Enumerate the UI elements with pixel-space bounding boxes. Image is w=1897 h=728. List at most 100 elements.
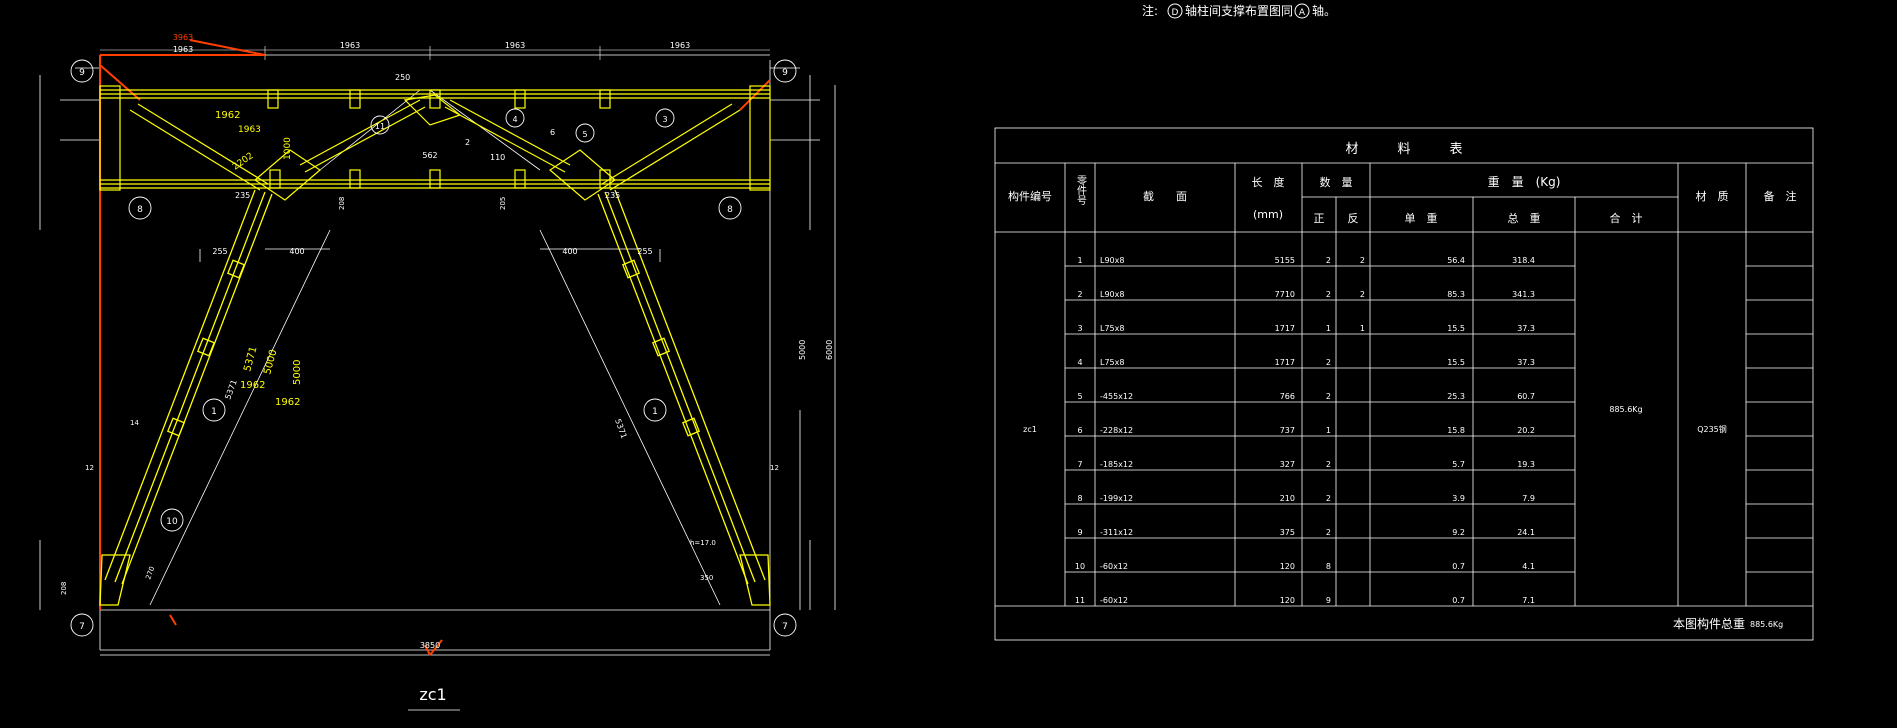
bubble-10: 10	[166, 517, 178, 527]
dim-1962-upper: 1962	[215, 110, 240, 121]
table-cell-part: 1	[1077, 256, 1082, 265]
bubble-5: 5	[582, 130, 587, 139]
dim-12-left: 12	[85, 464, 94, 472]
dim-350: 350	[700, 574, 713, 582]
table-cell-part: 11	[1075, 596, 1085, 605]
table-cell-section: L75x8	[1100, 324, 1124, 333]
member-bubbles	[70, 59, 797, 637]
table-cell-unit: 3.9	[1452, 494, 1465, 503]
table-cell-length: 7710	[1275, 290, 1295, 299]
table-cell-section: -185x12	[1100, 460, 1133, 469]
th-unit-weight: 单 重	[1405, 211, 1438, 225]
table-cell-part: 9	[1077, 528, 1082, 537]
dim-5000-b: 5000	[292, 360, 303, 385]
note-prefix: 注:	[1142, 3, 1158, 18]
table-cell-unit: 0.7	[1452, 596, 1465, 605]
dim-235-left: 235	[235, 191, 250, 200]
table-title: 材 料 表	[1345, 142, 1462, 157]
table-cell-front: 2	[1326, 528, 1331, 537]
elevation-label: zc1	[419, 685, 446, 704]
table-cell-front: 1	[1326, 324, 1331, 333]
dim-5000-a: 5000	[262, 348, 279, 375]
note-text-2: 轴。	[1312, 3, 1336, 18]
th-qty-front: 正	[1314, 212, 1325, 225]
main-inclined-legs	[99, 189, 771, 606]
bubble-7-left: 7	[79, 622, 85, 632]
dim-208-center: 208	[338, 197, 346, 210]
th-quantity: 数 量	[1320, 176, 1353, 189]
table-cell-front: 2	[1326, 460, 1331, 469]
table-cell-length: 1717	[1275, 358, 1295, 367]
table-cell-unit: 15.5	[1447, 358, 1465, 367]
dim-top-small: 1963	[670, 41, 690, 50]
footer-label: 本图构件总重	[1673, 616, 1745, 631]
dim-400-right: 400	[562, 247, 577, 256]
table-cell-section: L90x8	[1100, 256, 1124, 265]
bubble-1-right: 1	[652, 407, 658, 417]
material-value: Q235钢	[1697, 424, 1727, 434]
table-cell-unit: 0.7	[1452, 562, 1465, 571]
table-cell-front: 2	[1326, 494, 1331, 503]
table-cell-part: 6	[1077, 426, 1082, 435]
bracing-elevation: 1963 1963 1963 1963 3963 3850	[39, 33, 836, 711]
table-cell-unit: 9.2	[1452, 528, 1465, 537]
th-length-unit: (mm)	[1253, 208, 1283, 221]
table-cell-section: -199x12	[1100, 494, 1133, 503]
th-material: 材 质	[1696, 189, 1729, 203]
dim-5371-white-right: 5371	[613, 418, 628, 440]
axis-a-bubble	[1294, 3, 1310, 19]
dim-14: 14	[130, 419, 139, 427]
table-cell-length: 210	[1280, 494, 1295, 503]
table-cell-unit: 85.3	[1447, 290, 1465, 299]
table-cell-length: 327	[1280, 460, 1295, 469]
table-cell-part: 7	[1077, 460, 1082, 469]
table-cell-part: 4	[1077, 358, 1082, 367]
table-cell-length: 1717	[1275, 324, 1295, 333]
table-cell-length: 375	[1280, 528, 1295, 537]
bubble-11: 11	[375, 122, 385, 131]
axis-a-label: A	[1299, 8, 1306, 18]
dim-6000-right: 6000	[825, 340, 834, 360]
material-table	[994, 127, 1814, 641]
dim-12-right: 12	[770, 464, 779, 472]
top-horizontal-members	[99, 85, 771, 191]
table-cell-unit: 15.8	[1447, 426, 1465, 435]
table-cell-section: -311x12	[1100, 528, 1133, 537]
dim-235-right: 235	[605, 191, 620, 200]
dim-400-left: 400	[289, 247, 304, 256]
table-cell-front: 2	[1326, 290, 1331, 299]
bubble-7-right: 7	[782, 622, 788, 632]
dim-255-right: 255	[637, 247, 652, 256]
table-cell-front: 2	[1326, 392, 1331, 401]
dim-1000: 1000	[283, 137, 293, 160]
dim-bottom-red: 3850	[420, 641, 440, 650]
th-section: 截 面	[1143, 189, 1187, 203]
weld-note: h=17.0	[690, 539, 716, 547]
table-cell-front: 1	[1326, 426, 1331, 435]
table-cell-total: 37.3	[1517, 358, 1535, 367]
table-cell-length: 120	[1280, 562, 1295, 571]
dim-255-left: 255	[212, 247, 227, 256]
bubble-9-left: 9	[79, 68, 85, 78]
table-cell-length: 737	[1280, 426, 1295, 435]
table-cell-part: 2	[1077, 290, 1082, 299]
bubble-8-left: 8	[137, 205, 143, 215]
table-cell-front: 2	[1326, 358, 1331, 367]
table-cell-front: 2	[1326, 256, 1331, 265]
axis-d-bubble	[1167, 3, 1183, 19]
label-2: 2	[465, 138, 470, 147]
dim-top-right: 1963	[505, 41, 525, 50]
dim-270: 270	[144, 565, 156, 580]
th-part-no: 零件号	[1075, 175, 1087, 206]
table-cell-unit: 5.7	[1452, 460, 1465, 469]
footer-value: 885.6Kg	[1750, 620, 1783, 629]
bubble-4: 4	[512, 115, 517, 124]
dim-top-red: 3963	[173, 33, 193, 42]
label-6: 6	[550, 128, 555, 137]
table-cell-part: 5	[1077, 392, 1082, 401]
table-cell-section: -228x12	[1100, 426, 1133, 435]
dim-110: 110	[490, 153, 505, 162]
dim-1962-lower-a: 1962	[240, 380, 265, 391]
